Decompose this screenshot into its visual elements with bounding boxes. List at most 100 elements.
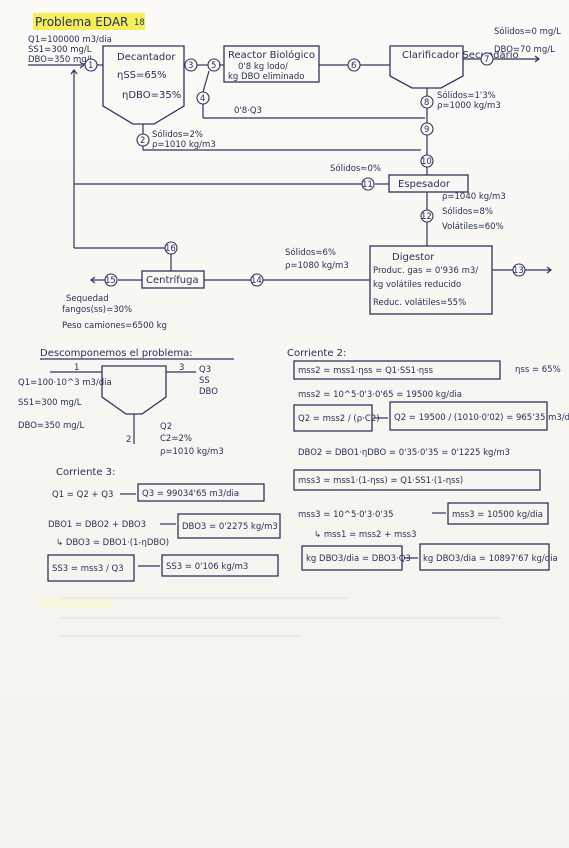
- clarificador-unit: [389, 45, 464, 89]
- sequedad-label: Sequedad: [66, 294, 109, 304]
- stream-12-label: 12: [421, 212, 432, 222]
- peso-camiones: Peso camiones=6500 kg: [62, 321, 167, 331]
- mini-out2-c: C2=2%: [160, 434, 192, 444]
- return-arrow-up: [70, 69, 78, 75]
- centrifuga-name: Centrífuga: [146, 274, 199, 286]
- s12-density: ρ=1040 kg/m3: [442, 192, 506, 202]
- stream-13-label: 13: [513, 266, 524, 276]
- c3-eq3b-box: [161, 554, 279, 577]
- decantador-unit: [102, 45, 185, 125]
- c2-eq3a-box: [293, 404, 373, 432]
- mini-in-num: 1: [74, 363, 79, 373]
- c2-eq1-note: ηss = 65%: [515, 365, 561, 375]
- c3-eq3: SS3 = mss3 / Q3: [52, 564, 124, 574]
- digestor-name: Digestor: [392, 252, 435, 263]
- c2-eq3a: Q2 = mss2 / (ρ·C2): [298, 414, 380, 424]
- mini-out3-num: 3: [179, 363, 184, 373]
- r-eq5-box: [293, 469, 541, 491]
- input-arrow: [79, 61, 85, 69]
- title-number: 18: [134, 18, 145, 28]
- stream-14-label: 14: [251, 276, 262, 286]
- out-arrow-13: [546, 266, 552, 274]
- s8-solids: Sólidos=1'3%: [437, 90, 496, 101]
- c3-eq1b: Q3 = 99034'65 m3/dia: [142, 489, 239, 499]
- title-highlight: [33, 13, 145, 30]
- out-arrow-7: [534, 55, 540, 63]
- s11-solids: Sólidos≈0%: [330, 163, 381, 174]
- digestor-line2: kg volátiles reducido: [373, 280, 461, 290]
- c3-eq2c: ↳ DBO3 = DBO1·(1-ηDBO): [56, 538, 169, 548]
- c3-eq1b-box: [137, 483, 265, 502]
- stream-2-label: 2: [140, 136, 145, 146]
- espesador-name: Espesador: [398, 179, 451, 190]
- stream-8-label: 8: [424, 98, 429, 108]
- s12-solids: Sólidos=8%: [442, 206, 493, 217]
- s8-density: ρ=1000 kg/m3: [437, 101, 501, 111]
- c3-eq3b: SS3 = 0'106 kg/m3: [166, 562, 248, 572]
- decantador-dbo: ηDBO=35%: [122, 90, 181, 101]
- c3-eq2b: DBO3 = 0'2275 kg/m3: [182, 522, 278, 532]
- r-eq7: kg DBO3/dia = DBO3·Q3: [306, 554, 411, 564]
- r-eq7b: kg DBO3/dia = 10897'67 kg/dia: [423, 554, 558, 564]
- stream-15-label: 15: [105, 276, 116, 286]
- mini-in-dbo: DBO=350 mg/L: [18, 421, 85, 431]
- r-eq7b-box: [419, 543, 550, 571]
- input-flow: Q1=100000 m3/dia: [28, 35, 112, 45]
- reactor-line2: kg DBO eliminado: [228, 72, 304, 82]
- s2-density: ρ=1010 kg/m3: [152, 140, 216, 150]
- reactor-unit: [223, 45, 320, 83]
- mini-out2-rho: ρ=1010 kg/m3: [160, 447, 224, 457]
- recycle-note: 0'8·Q3: [234, 106, 262, 116]
- reactor-name: Reactor Biológico: [228, 49, 315, 61]
- c2-eq2: mss2 = 10^5·0'3·0'65 = 19500 kg/dia: [298, 390, 462, 400]
- decantador-ss: ηSS=65%: [117, 70, 167, 81]
- stream-10-label: 10: [421, 157, 432, 167]
- stream-6-label: 6: [351, 61, 356, 71]
- c3-header: Corriente 3:: [56, 467, 115, 478]
- r-eq6b-box: [447, 502, 549, 525]
- c3-eq2b-box: [177, 513, 281, 539]
- reactor-line1: 0'8 kg lodo/: [238, 62, 288, 72]
- c2-eq1-box: [293, 360, 501, 380]
- s14-density: ρ=1080 kg/m3: [285, 261, 349, 271]
- out-arrow-15: [90, 276, 96, 284]
- mini-in-q: Q1=100·10^3 m3/dia: [18, 378, 112, 388]
- mini-out3-dbo: DBO: [199, 387, 218, 397]
- digestor-line1: Produc. gas = 0'936 m3/: [373, 266, 478, 276]
- mini-decanter: [101, 365, 167, 415]
- s12-volatiles: Volátiles=60%: [442, 222, 504, 232]
- stream-3-label: 3: [188, 61, 193, 71]
- r-eq6b: mss3 = 10500 kg/dia: [452, 510, 543, 520]
- line-4-5: [202, 70, 210, 93]
- clarificador-name: Clarificador Secundario: [402, 50, 519, 61]
- r-eq7-box: [301, 545, 403, 571]
- c3-eq1: Q1 = Q2 + Q3: [52, 490, 113, 500]
- c2-eq1: mss2 = mss1·ηss = Q1·SS1·ηss: [298, 366, 434, 376]
- stream-11-label: 11: [362, 180, 373, 190]
- output-solids: Sólidos=0 mg/L: [494, 26, 561, 37]
- c3-eq2: DBO1 = DBO2 + DBO3: [48, 520, 146, 530]
- stream-4-label: 4: [200, 94, 205, 104]
- stream-7-label: 7: [484, 55, 489, 65]
- input-dbo: DBO=350 mg/L: [28, 55, 95, 65]
- stream-9-label: 9: [424, 125, 429, 135]
- mini-out2-num: 2: [126, 435, 131, 445]
- decantador-name: Decantador: [117, 52, 176, 63]
- mini-out3-q: Q3: [199, 365, 211, 375]
- c2-eq3b: Q2 = 19500 / (1010·0'02) = 965'35 m3/dia: [394, 413, 569, 423]
- c2-header: Corriente 2:: [287, 348, 346, 359]
- s2-solids: Sólidos=2%: [152, 129, 203, 140]
- mini-out2-q: Q2: [160, 422, 172, 432]
- digestor-line3: Reduc. volátiles=55%: [373, 298, 466, 308]
- mini-out3-ss: SS: [199, 376, 210, 386]
- c3-eq3-box: [47, 554, 135, 582]
- r-eq5: mss3 = mss1·(1-ηss) = Q1·SS1·(1-ηss): [298, 476, 463, 486]
- r-eq6c: ↳ mss1 = mss2 + mss3: [314, 530, 417, 540]
- r-eq6: mss3 = 10^5·0'3·0'35: [298, 510, 394, 520]
- c2-eq3b-box: [389, 401, 548, 431]
- calc-header: Descomponemos el problema:: [40, 348, 193, 359]
- stream-5-label: 5: [211, 61, 216, 71]
